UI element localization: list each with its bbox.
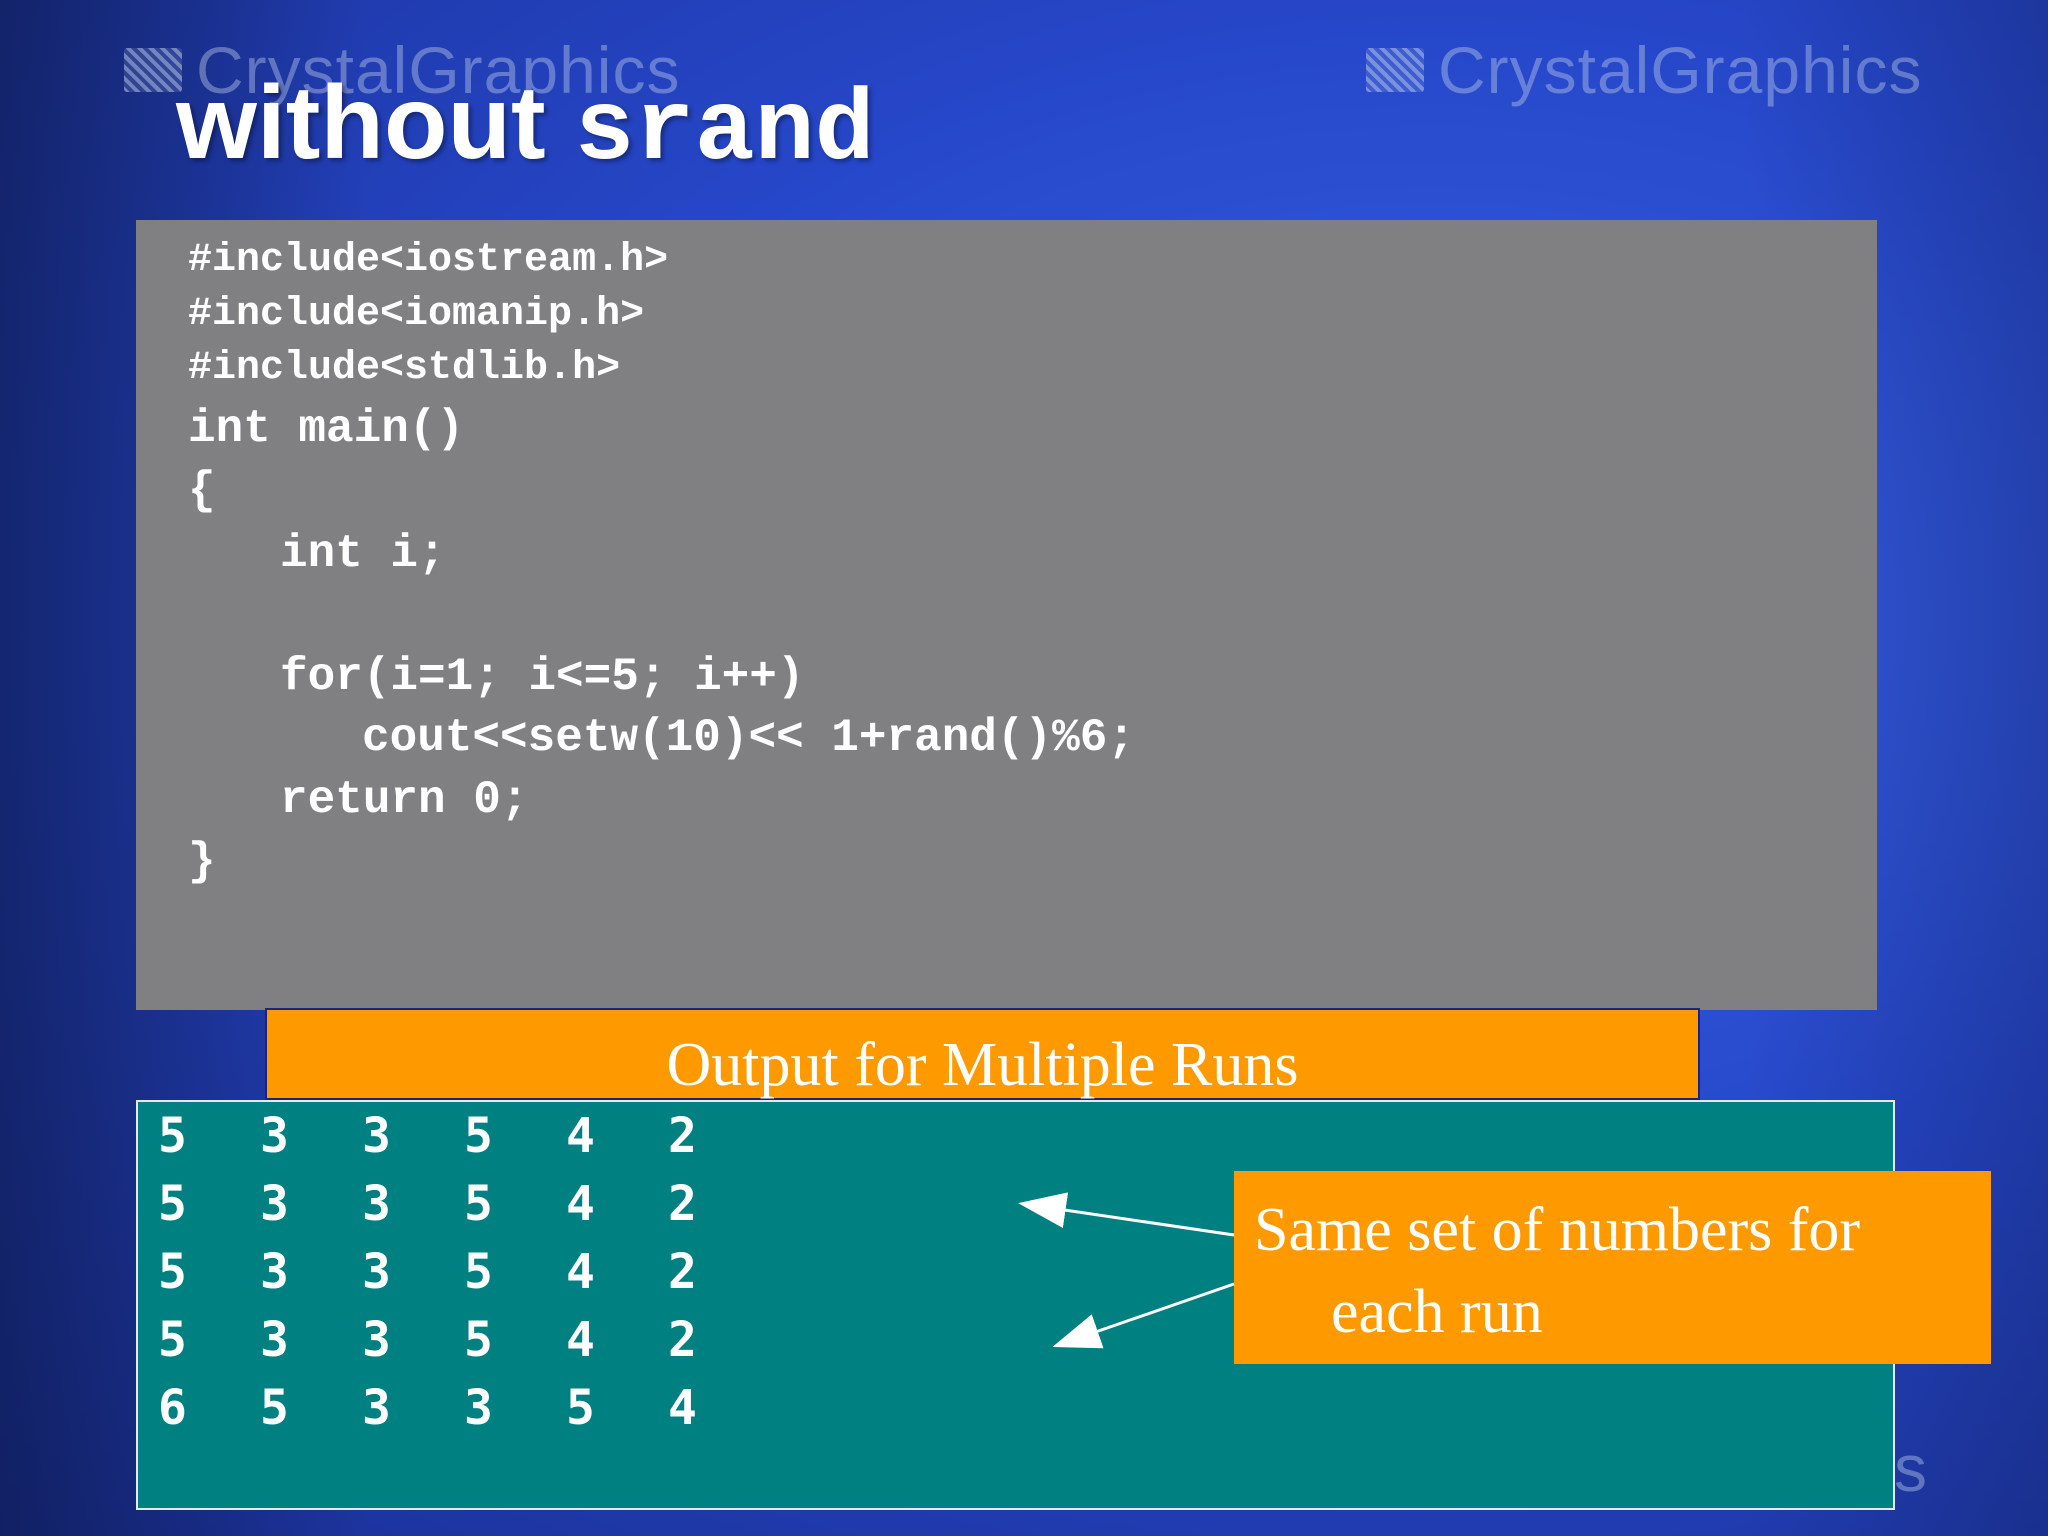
code-line: #include<stdlib.h> <box>188 346 621 391</box>
code-line: cout<<setw(10)<< 1+rand()%6; <box>362 712 1135 764</box>
output-value: 2 <box>668 1176 697 1232</box>
output-value: 5 <box>158 1176 187 1232</box>
output-value: 5 <box>566 1380 595 1436</box>
output-value: 5 <box>464 1244 493 1300</box>
code-line: { <box>188 465 216 517</box>
output-value: 5 <box>158 1108 187 1164</box>
arrow-lower <box>1052 1282 1235 1349</box>
callout-line-2: each run <box>1331 1278 1543 1346</box>
code-line: #include<iostream.h> <box>188 238 669 283</box>
code-block: #include<iostream.h> #include<iomanip.h> #… <box>136 220 1877 1010</box>
output-value: 2 <box>668 1312 697 1368</box>
output-value: 3 <box>362 1380 391 1436</box>
callout-line-1: Same set of numbers for <box>1254 1196 1861 1264</box>
output-value: 5 <box>260 1380 289 1436</box>
watermark-top-left: CrystalGraphics <box>124 32 680 108</box>
output-value: 3 <box>260 1108 289 1164</box>
output-value: 4 <box>566 1244 595 1300</box>
code-line: int i; <box>280 528 446 580</box>
output-value: 4 <box>566 1312 595 1368</box>
output-row: 6 5 3 3 5 4 <box>158 1380 770 1436</box>
output-value: 4 <box>566 1176 595 1232</box>
callout-box: Same set of numbers for each run <box>1234 1171 1991 1364</box>
code-line: return 0; <box>280 774 529 826</box>
output-value: 3 <box>362 1312 391 1368</box>
watermark-text: CrystalGraphics <box>196 33 681 107</box>
output-value: 3 <box>260 1312 289 1368</box>
output-value: 2 <box>668 1108 697 1164</box>
output-row: 5 3 3 5 4 2 <box>158 1312 770 1368</box>
output-value: 3 <box>362 1108 391 1164</box>
output-value: 3 <box>464 1380 493 1436</box>
output-value: 4 <box>668 1380 697 1436</box>
output-row: 5 3 3 5 4 2 <box>158 1244 770 1300</box>
output-value: 5 <box>464 1312 493 1368</box>
output-value: 2 <box>668 1244 697 1300</box>
output-value: 5 <box>464 1108 493 1164</box>
code-line: #include<iomanip.h> <box>188 292 645 337</box>
code-line: int main() <box>188 403 465 455</box>
output-value: 3 <box>362 1244 391 1300</box>
output-value: 3 <box>260 1176 289 1232</box>
output-value: 4 <box>566 1108 595 1164</box>
code-line: } <box>188 836 216 888</box>
output-value: 5 <box>158 1312 187 1368</box>
watermark-top-right: CrystalGraphics <box>1366 32 1922 108</box>
code-line: for(i=1; i<=5; i++) <box>280 651 805 703</box>
output-value: 3 <box>362 1176 391 1232</box>
title-word: without <box>176 65 546 181</box>
output-value: 3 <box>260 1244 289 1300</box>
output-value: 5 <box>158 1244 187 1300</box>
output-value: 5 <box>464 1176 493 1232</box>
output-value: 6 <box>158 1380 187 1436</box>
arrow-upper <box>1018 1192 1235 1237</box>
crystalgraphics-logo-icon <box>1366 48 1424 92</box>
title-code: srand <box>574 76 875 189</box>
output-row: 5 3 3 5 4 2 <box>158 1176 770 1232</box>
slide-title: without srand <box>176 64 875 189</box>
watermark-text: CrystalGraphics <box>1438 33 1923 107</box>
output-header: Output for Multiple Runs <box>265 1008 1700 1100</box>
output-row: 5 3 3 5 4 2 <box>158 1108 770 1164</box>
crystalgraphics-logo-icon <box>124 48 182 92</box>
